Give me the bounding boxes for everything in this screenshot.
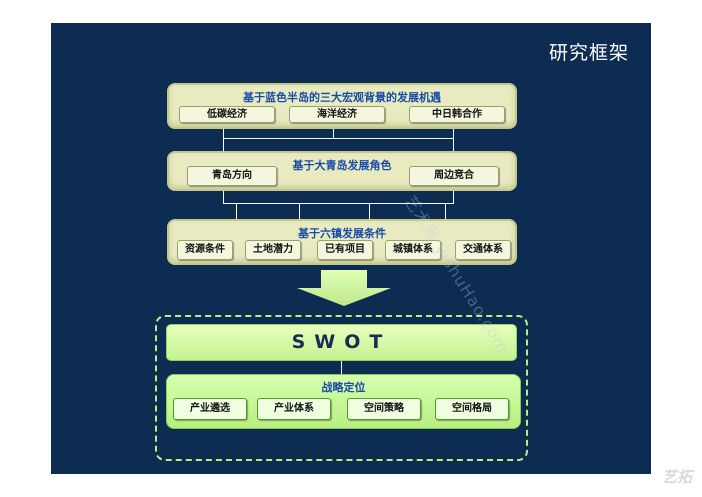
connector (453, 129, 454, 138)
item-industry-system: 产业体系 (257, 398, 331, 420)
panel-blue-peninsula-title: 基于蓝色半岛的三大宏观背景的发展机遇 (243, 91, 441, 104)
item-surrounding-competition: 周边竞合 (409, 166, 499, 186)
item-industry-selection: 产业遴选 (173, 398, 247, 420)
connector (341, 361, 342, 374)
corner-logo: 艺拓 (661, 468, 692, 486)
connector (369, 203, 370, 219)
connector (453, 191, 454, 203)
item-land-potential: 土地潜力 (245, 240, 301, 260)
connector (223, 129, 224, 138)
panel-greater-qingdao: 基于大青岛发展角色 青岛方向 周边竞合 (167, 151, 517, 191)
connector (223, 138, 454, 139)
item-existing-projects: 已有项目 (317, 240, 373, 260)
item-spatial-pattern: 空间格局 (435, 398, 509, 420)
panel-greater-qingdao-title: 基于大青岛发展角色 (292, 159, 392, 172)
down-arrow-icon (297, 270, 391, 306)
swot-box: SWOT (166, 324, 517, 361)
item-low-carbon: 低碳经济 (179, 106, 275, 123)
item-town-system: 城镇体系 (385, 240, 441, 260)
item-traffic-system: 交通体系 (455, 240, 511, 260)
connector (223, 203, 454, 204)
item-marine-economy: 海洋经济 (289, 106, 385, 123)
connector (333, 129, 334, 138)
panel-strategic-positioning-title: 战略定位 (321, 381, 366, 394)
connector (223, 191, 224, 203)
panel-blue-peninsula: 基于蓝色半岛的三大宏观背景的发展机遇 低碳经济 海洋经济 中日韩合作 (167, 83, 517, 129)
item-cjk-cooperation: 中日韩合作 (409, 106, 505, 123)
item-qingdao-direction: 青岛方向 (187, 166, 277, 186)
item-spatial-strategy: 空间策略 (347, 398, 421, 420)
connector (236, 203, 237, 219)
connector (299, 203, 300, 219)
panel-six-towns-title: 基于六镇发展条件 (298, 227, 386, 240)
panel-six-towns: 基于六镇发展条件 资源条件 土地潜力 已有项目 城镇体系 交通体系 (167, 219, 517, 265)
panel-strategic-positioning: 战略定位 产业遴选 产业体系 空间策略 空间格局 (166, 374, 521, 429)
connector (223, 138, 224, 151)
connector (453, 138, 454, 151)
connector (445, 203, 446, 219)
item-resource-conditions: 资源条件 (177, 240, 233, 260)
slide-canvas: 研究框架 基于蓝色半岛的三大宏观背景的发展机遇 低碳经济 海洋经济 中日韩合作 … (51, 23, 651, 474)
slide-title: 研究框架 (548, 42, 629, 64)
swot-dashed-frame (155, 315, 528, 461)
